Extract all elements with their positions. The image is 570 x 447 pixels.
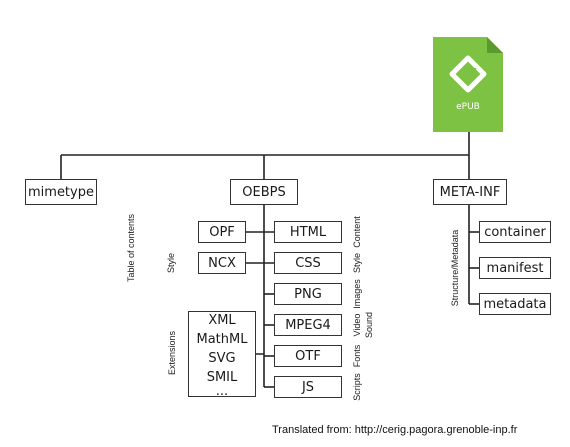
extension-mathml: MathML (196, 332, 248, 347)
extension-xml: XML (208, 313, 236, 328)
manifest-node: manifest (479, 257, 551, 279)
html-node: HTML (274, 221, 342, 243)
mimetype-node: mimetype (25, 179, 97, 205)
epub-glyph (449, 55, 487, 93)
label-scripts: Scripts (352, 373, 362, 401)
label-style-left: Style (166, 253, 176, 274)
png-node: PNG (274, 283, 342, 305)
extension-smil: SMIL (206, 370, 238, 385)
ncx-node: NCX (198, 252, 246, 274)
label-extensions: Extensions (167, 330, 177, 376)
otf-node: OTF (274, 345, 342, 367)
metadata-node: metadata (479, 293, 551, 315)
label-sound: Sound (364, 311, 374, 339)
meta-inf-node: META-INF (433, 179, 507, 205)
label-table-of-contents: Table of contents (126, 213, 136, 283)
epub-document-shape (433, 37, 503, 132)
epub-logo-icon: ePUB (433, 37, 503, 132)
extensions-node: XML MathML SVG SMIL ... (188, 311, 256, 399)
source-credit: Translated from: http://cerig.pagora.gre… (272, 424, 518, 436)
css-node: CSS (274, 252, 342, 274)
extension-svg: SVG (208, 351, 236, 366)
opf-node: OPF (198, 221, 246, 243)
oebps-node: OEBPS (230, 179, 298, 205)
label-structure-metadata: Structure/Metadata (450, 229, 460, 307)
container-node: container (479, 221, 551, 243)
extension-more: ... (215, 384, 229, 399)
mpeg4-node: MPEG4 (274, 314, 342, 336)
epub-label: ePUB (456, 102, 480, 112)
js-node: JS (274, 376, 342, 398)
